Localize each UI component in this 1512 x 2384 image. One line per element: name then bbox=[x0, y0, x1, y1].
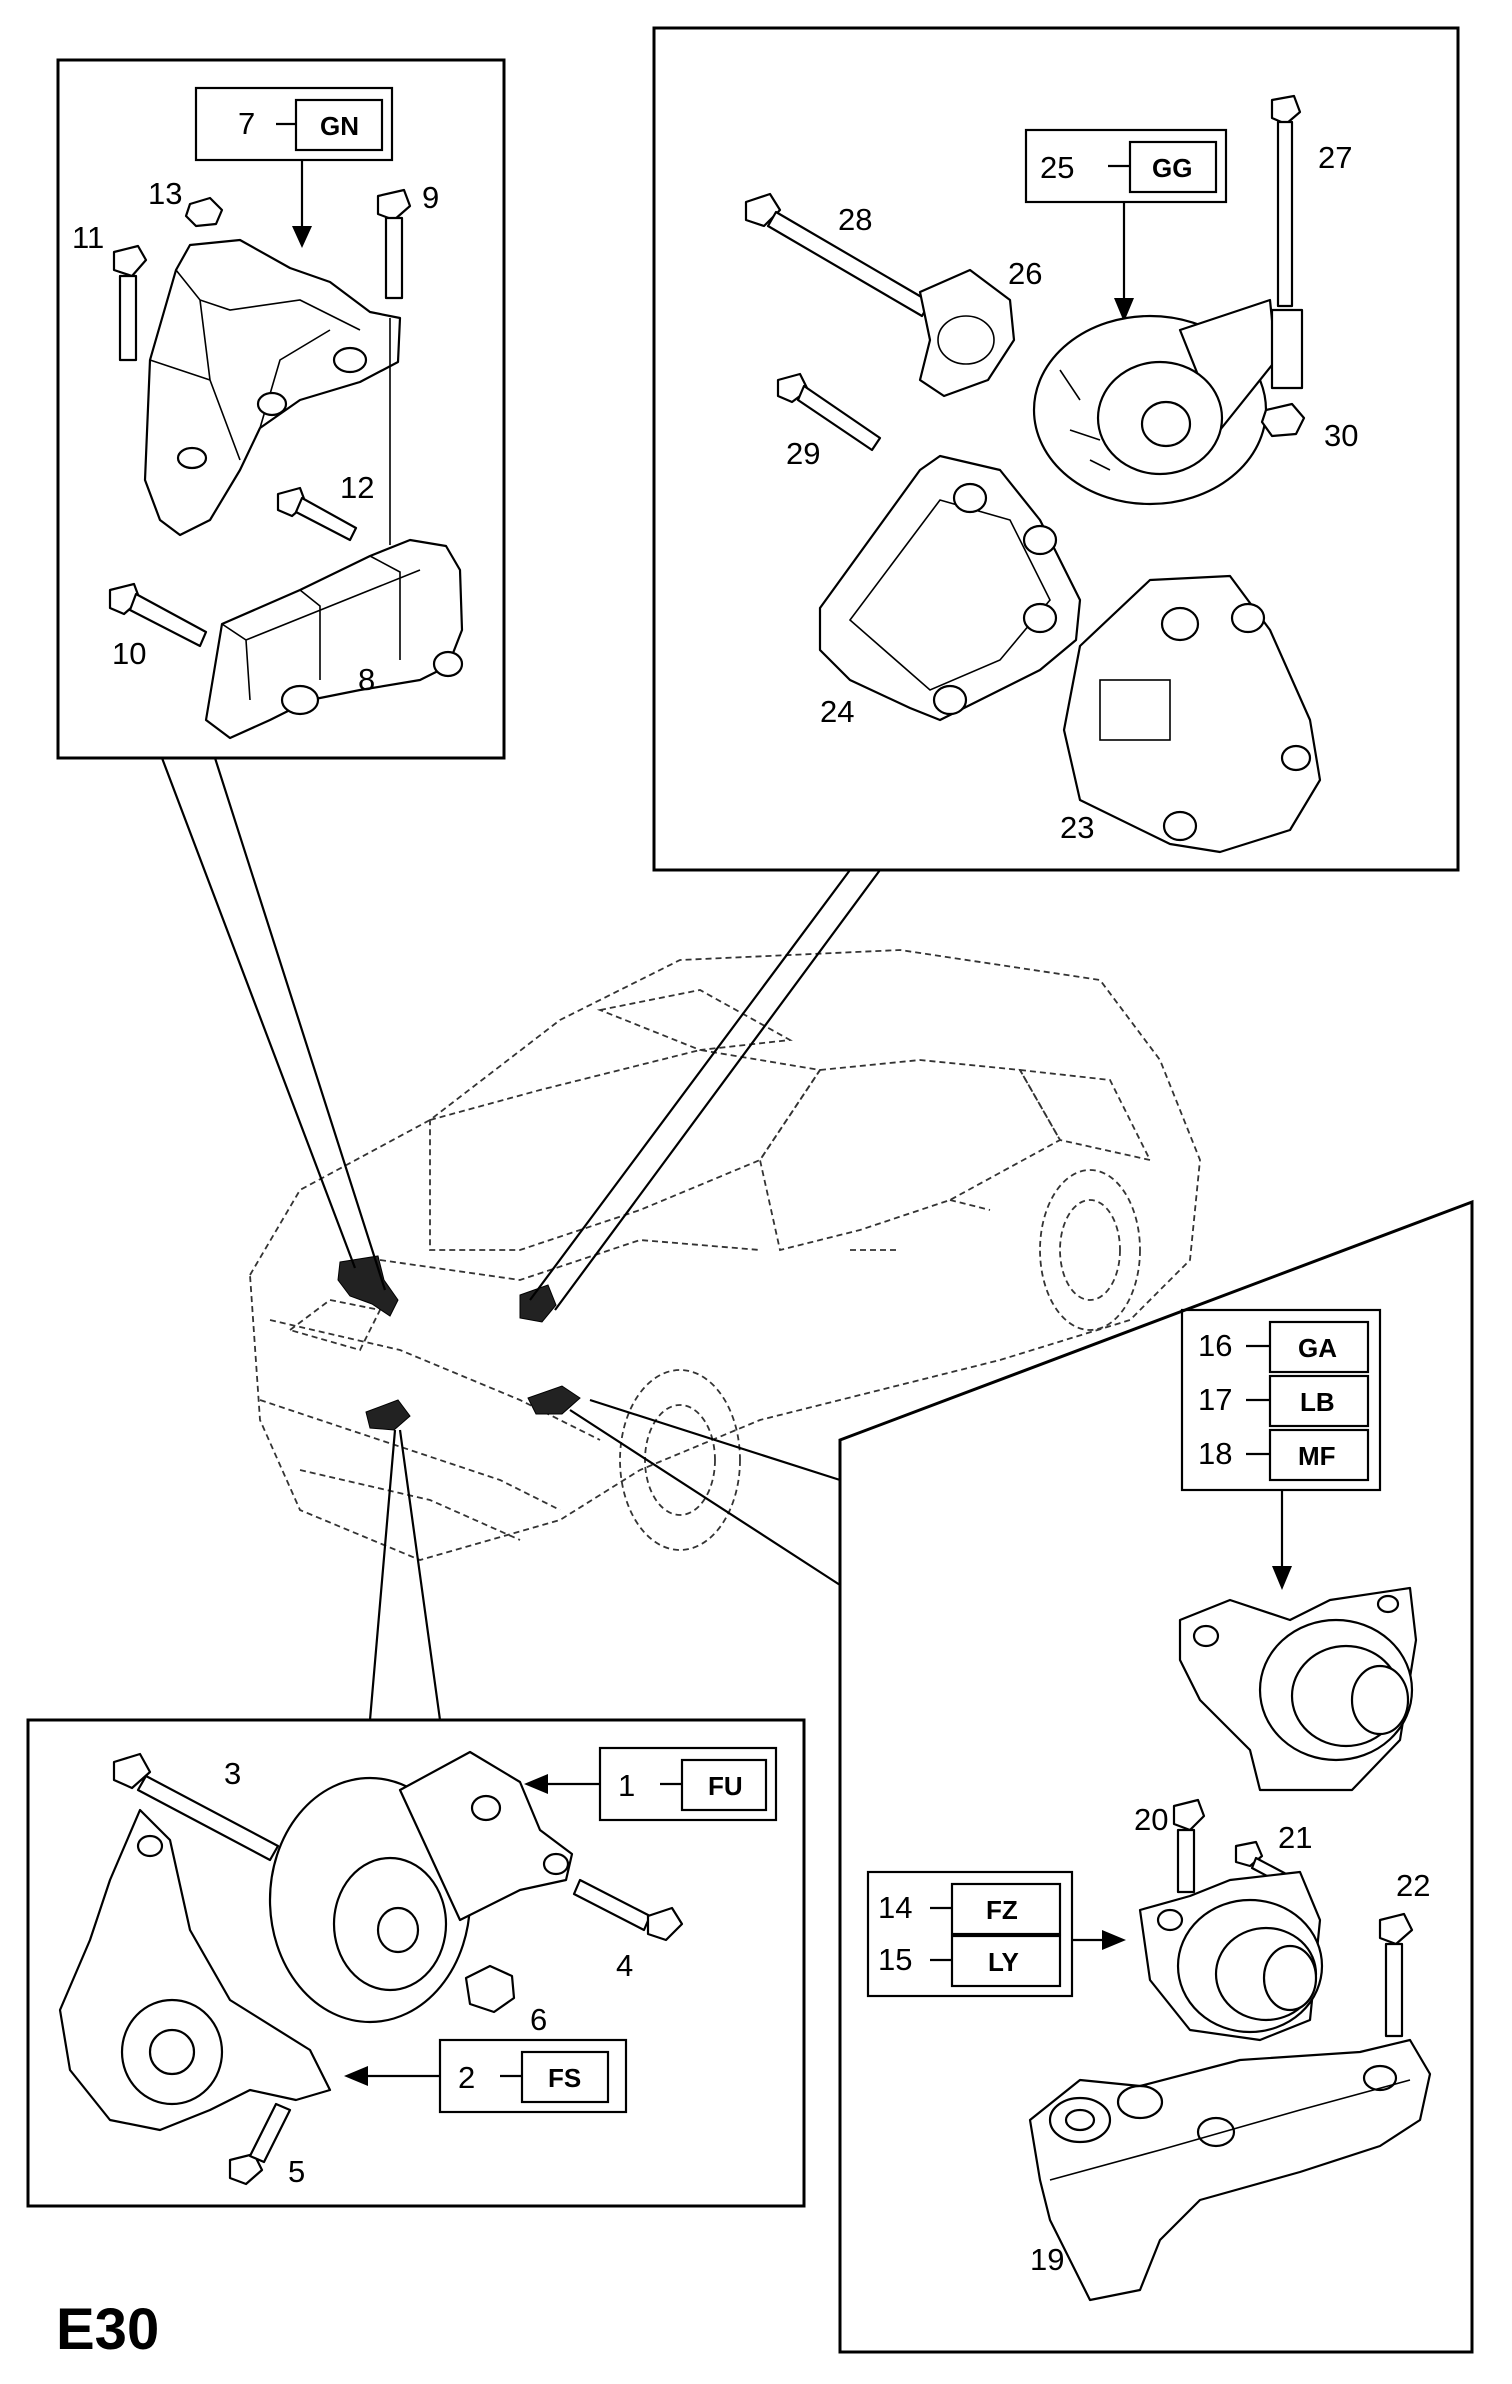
label-1: 1 bbox=[618, 1768, 635, 1803]
label-21: 21 bbox=[1278, 1820, 1312, 1855]
bolt-28 bbox=[744, 192, 932, 318]
page-code: E30 bbox=[56, 2297, 160, 2362]
label-12: 12 bbox=[340, 470, 374, 505]
mount-part-16-18 bbox=[1178, 1586, 1418, 1792]
code-LB: LB bbox=[1300, 1387, 1335, 1417]
bolt-20 bbox=[1172, 1798, 1206, 1894]
label-29: 29 bbox=[786, 436, 820, 471]
bolt-9 bbox=[376, 188, 412, 300]
label-22: 22 bbox=[1396, 1868, 1430, 1903]
label-30: 30 bbox=[1324, 418, 1358, 453]
code-FZ: FZ bbox=[986, 1895, 1018, 1925]
code-GN: GN bbox=[320, 111, 359, 141]
heat-shield-26 bbox=[918, 268, 1016, 398]
label-4: 4 bbox=[616, 1948, 633, 1983]
callout-box-25 bbox=[1024, 128, 1228, 204]
bolt-5 bbox=[228, 2102, 292, 2186]
label-26: 26 bbox=[1008, 256, 1042, 291]
label-2: 2 bbox=[458, 2060, 475, 2095]
code-GA: GA bbox=[1298, 1333, 1337, 1363]
label-16: 16 bbox=[1198, 1328, 1232, 1363]
label-8: 8 bbox=[358, 662, 375, 697]
label-27: 27 bbox=[1318, 140, 1352, 175]
panel-bottom-right: 16 GA 17 LB 18 MF 14 FZ 15 LY 20 21 22 1… bbox=[838, 1199, 1474, 2354]
stud-27 bbox=[1270, 94, 1302, 308]
label-15: 15 bbox=[878, 1942, 912, 1977]
code-FS: FS bbox=[548, 2063, 581, 2093]
mount-part-25 bbox=[1032, 298, 1278, 506]
label-19: 19 bbox=[1030, 2242, 1064, 2277]
spacer-30a bbox=[1270, 308, 1304, 390]
bolt-29 bbox=[776, 372, 882, 452]
label-17: 17 bbox=[1198, 1382, 1232, 1417]
bolt-3 bbox=[112, 1752, 280, 1862]
code-GG: GG bbox=[1152, 153, 1192, 183]
label-25: 25 bbox=[1040, 150, 1074, 185]
mount-hotspot-bottom-left[interactable] bbox=[365, 1399, 411, 1431]
label-13: 13 bbox=[148, 176, 182, 211]
panel-top-right: 25 GG 28 26 27 29 30 24 23 bbox=[652, 26, 1460, 872]
label-18: 18 bbox=[1198, 1436, 1232, 1471]
mount-hotspot-bottom-right[interactable] bbox=[527, 1385, 581, 1415]
label-5: 5 bbox=[288, 2154, 305, 2189]
bolt-12 bbox=[276, 486, 358, 542]
nut-30 bbox=[1260, 402, 1306, 438]
mount-part-1 bbox=[268, 1750, 574, 2024]
nut-13 bbox=[184, 196, 224, 228]
label-6: 6 bbox=[530, 2002, 547, 2037]
code-LY: LY bbox=[988, 1947, 1019, 1977]
callout-box-7 bbox=[194, 86, 394, 162]
callout-box-14-15 bbox=[866, 1870, 1074, 1998]
panel-top-left: 7 GN 13 9 11 12 10 8 bbox=[56, 58, 506, 760]
mount-part-14-15 bbox=[1138, 1870, 1324, 2042]
car-outline bbox=[249, 949, 1201, 1561]
code-MF: MF bbox=[1298, 1441, 1336, 1471]
code-FU: FU bbox=[708, 1771, 743, 1801]
label-3: 3 bbox=[224, 1756, 241, 1791]
lower-bracket-part-8 bbox=[204, 538, 464, 740]
nut-6 bbox=[464, 1964, 516, 2014]
bolt-22 bbox=[1378, 1912, 1414, 2038]
label-20: 20 bbox=[1134, 1802, 1168, 1837]
label-7: 7 bbox=[238, 106, 255, 141]
label-24: 24 bbox=[820, 694, 854, 729]
bolt-21 bbox=[1234, 1840, 1292, 1888]
bolt-10 bbox=[108, 582, 208, 648]
bracket-24 bbox=[818, 454, 1082, 722]
panel-leader-lines bbox=[160, 757, 881, 1721]
bolt-4 bbox=[572, 1878, 684, 1942]
label-23: 23 bbox=[1060, 810, 1094, 845]
mount-hotspot-top-left[interactable] bbox=[337, 1255, 399, 1317]
label-11: 11 bbox=[72, 220, 104, 255]
label-14: 14 bbox=[878, 1890, 912, 1925]
label-28: 28 bbox=[838, 202, 872, 237]
panel-bottom-left: 1 FU 2 FS 3 4 6 5 bbox=[26, 1718, 806, 2208]
mount-hotspot-top-right[interactable] bbox=[519, 1284, 557, 1323]
bolt-11 bbox=[112, 244, 148, 362]
label-9: 9 bbox=[422, 180, 439, 215]
bracket-23 bbox=[1062, 574, 1322, 854]
label-10: 10 bbox=[112, 636, 146, 671]
